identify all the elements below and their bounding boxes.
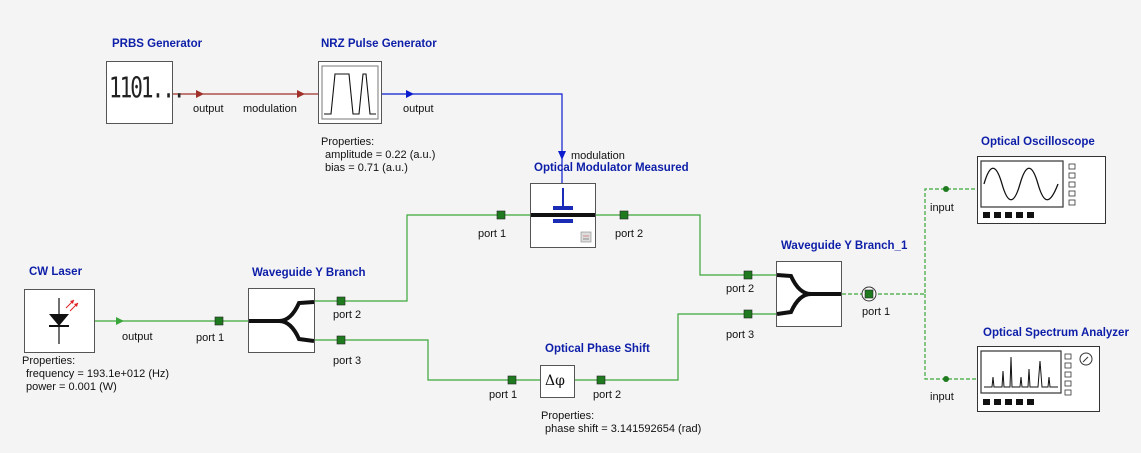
cw-laser-properties: Properties: frequency = 193.1e+012 (Hz) … <box>22 355 169 394</box>
ybranch1-port3[interactable] <box>743 309 753 319</box>
modulator-title: Optical Modulator Measured <box>534 162 689 174</box>
y-combiner-icon <box>776 273 841 316</box>
phaseshift-port2[interactable] <box>596 375 606 385</box>
optical-modulator-block[interactable] <box>530 183 596 248</box>
nrz-modulation-arrow[interactable] <box>297 90 305 98</box>
osa-input-label: input <box>930 391 954 403</box>
wire-ybranch1-osa <box>924 294 977 380</box>
nrz-output-label: output <box>403 103 434 115</box>
prbs-generator-block[interactable]: 1101... <box>106 61 186 124</box>
osa-input-port[interactable] <box>943 376 949 382</box>
nrz-properties: Properties: amplitude = 0.22 (a.u.) bias… <box>321 136 435 175</box>
ybranch1-port3-label: port 3 <box>726 329 755 341</box>
ybranch-port1[interactable] <box>214 316 224 326</box>
phase-shift-properties: Properties: phase shift = 3.141592654 (r… <box>541 410 701 436</box>
oscilloscope-icon <box>980 160 1076 218</box>
pulse-waveform-icon <box>321 65 379 120</box>
optical-oscilloscope-block[interactable] <box>977 156 1106 224</box>
wire-modulator-ybranch1 <box>596 214 776 276</box>
laser-diode-icon <box>49 298 79 344</box>
wire-ybranch1-oscilloscope <box>842 188 977 295</box>
phase-shift-port2-label: port 2 <box>593 389 622 401</box>
ybranch-port1-label: port 1 <box>196 332 225 344</box>
ybranch1-port2-label: port 2 <box>726 283 755 295</box>
ybranch-port3-label: port 3 <box>333 355 362 367</box>
optical-phase-shift-block[interactable]: Δφ <box>540 365 575 398</box>
nrz-pulse-generator-block[interactable] <box>318 61 382 124</box>
y-branch-icon <box>249 300 315 343</box>
modulator-icon <box>531 188 595 243</box>
waveguide-y-branch-1-block[interactable] <box>776 261 842 327</box>
ybranch1-port1-label: port 1 <box>862 306 891 318</box>
ybranch-port3[interactable] <box>336 335 346 345</box>
phaseshift-port1[interactable] <box>507 375 517 385</box>
nrz-bias: bias = 0.71 (a.u.) <box>325 162 408 174</box>
ybranch-port2-label: port 2 <box>333 309 362 321</box>
prbs-output-label: output <box>193 103 224 115</box>
oscilloscope-input-label: input <box>930 202 954 214</box>
ybranch-title: Waveguide Y Branch <box>252 267 366 279</box>
wire-phaseshift-ybranch1 <box>575 313 776 381</box>
ybranch1-port1[interactable] <box>864 289 874 299</box>
modulator-port2[interactable] <box>619 210 629 220</box>
prbs-title: PRBS Generator <box>112 38 203 50</box>
prbs-icon-text: 1101... <box>109 71 186 105</box>
waveguide-y-branch-block[interactable] <box>248 288 315 353</box>
modulator-port1[interactable] <box>496 210 506 220</box>
oscilloscope-title: Optical Oscilloscope <box>981 136 1095 148</box>
cw-laser-power: power = 0.001 (W) <box>26 381 117 393</box>
nrz-title: NRZ Pulse Generator <box>321 38 437 50</box>
ybranch1-title: Waveguide Y Branch_1 <box>781 240 908 252</box>
modulator-modulation-label: modulation <box>571 150 625 162</box>
modulator-modulation-arrow[interactable] <box>558 151 566 160</box>
osa-title: Optical Spectrum Analyzer <box>983 327 1129 339</box>
modulator-port2-label: port 2 <box>615 228 644 240</box>
modulator-port1-label: port 1 <box>478 228 507 240</box>
cw-laser-properties-heading: Properties: <box>22 355 76 367</box>
ybranch1-port2[interactable] <box>743 270 753 280</box>
oscilloscope-input-port[interactable] <box>943 186 949 192</box>
spectrum-analyzer-icon <box>980 350 1093 405</box>
phase-shift-icon: Δφ <box>545 373 565 389</box>
phase-shift-properties-heading: Properties: <box>541 410 595 422</box>
laser-output-arrow[interactable] <box>116 317 124 325</box>
cw-laser-output-label: output <box>122 331 153 343</box>
prbs-output-arrow[interactable] <box>196 90 204 98</box>
phase-shift-title: Optical Phase Shift <box>545 343 650 355</box>
wire-ybranch-modulator <box>315 214 530 302</box>
nrz-modulation-label: modulation <box>243 103 297 115</box>
cw-laser-frequency: frequency = 193.1e+012 (Hz) <box>26 368 170 380</box>
ybranch-port2[interactable] <box>336 296 346 306</box>
nrz-properties-heading: Properties: <box>321 136 375 148</box>
optical-spectrum-analyzer-block[interactable] <box>977 346 1100 412</box>
phase-shift-value: phase shift = 3.141592654 (rad) <box>545 423 702 435</box>
nrz-output-arrow[interactable] <box>406 90 414 98</box>
wire-ybranch-phaseshift <box>315 339 540 381</box>
nrz-amplitude: amplitude = 0.22 (a.u.) <box>325 149 436 161</box>
phase-shift-port1-label: port 1 <box>489 389 518 401</box>
cw-laser-block[interactable] <box>24 289 95 353</box>
cw-laser-title: CW Laser <box>29 266 83 278</box>
